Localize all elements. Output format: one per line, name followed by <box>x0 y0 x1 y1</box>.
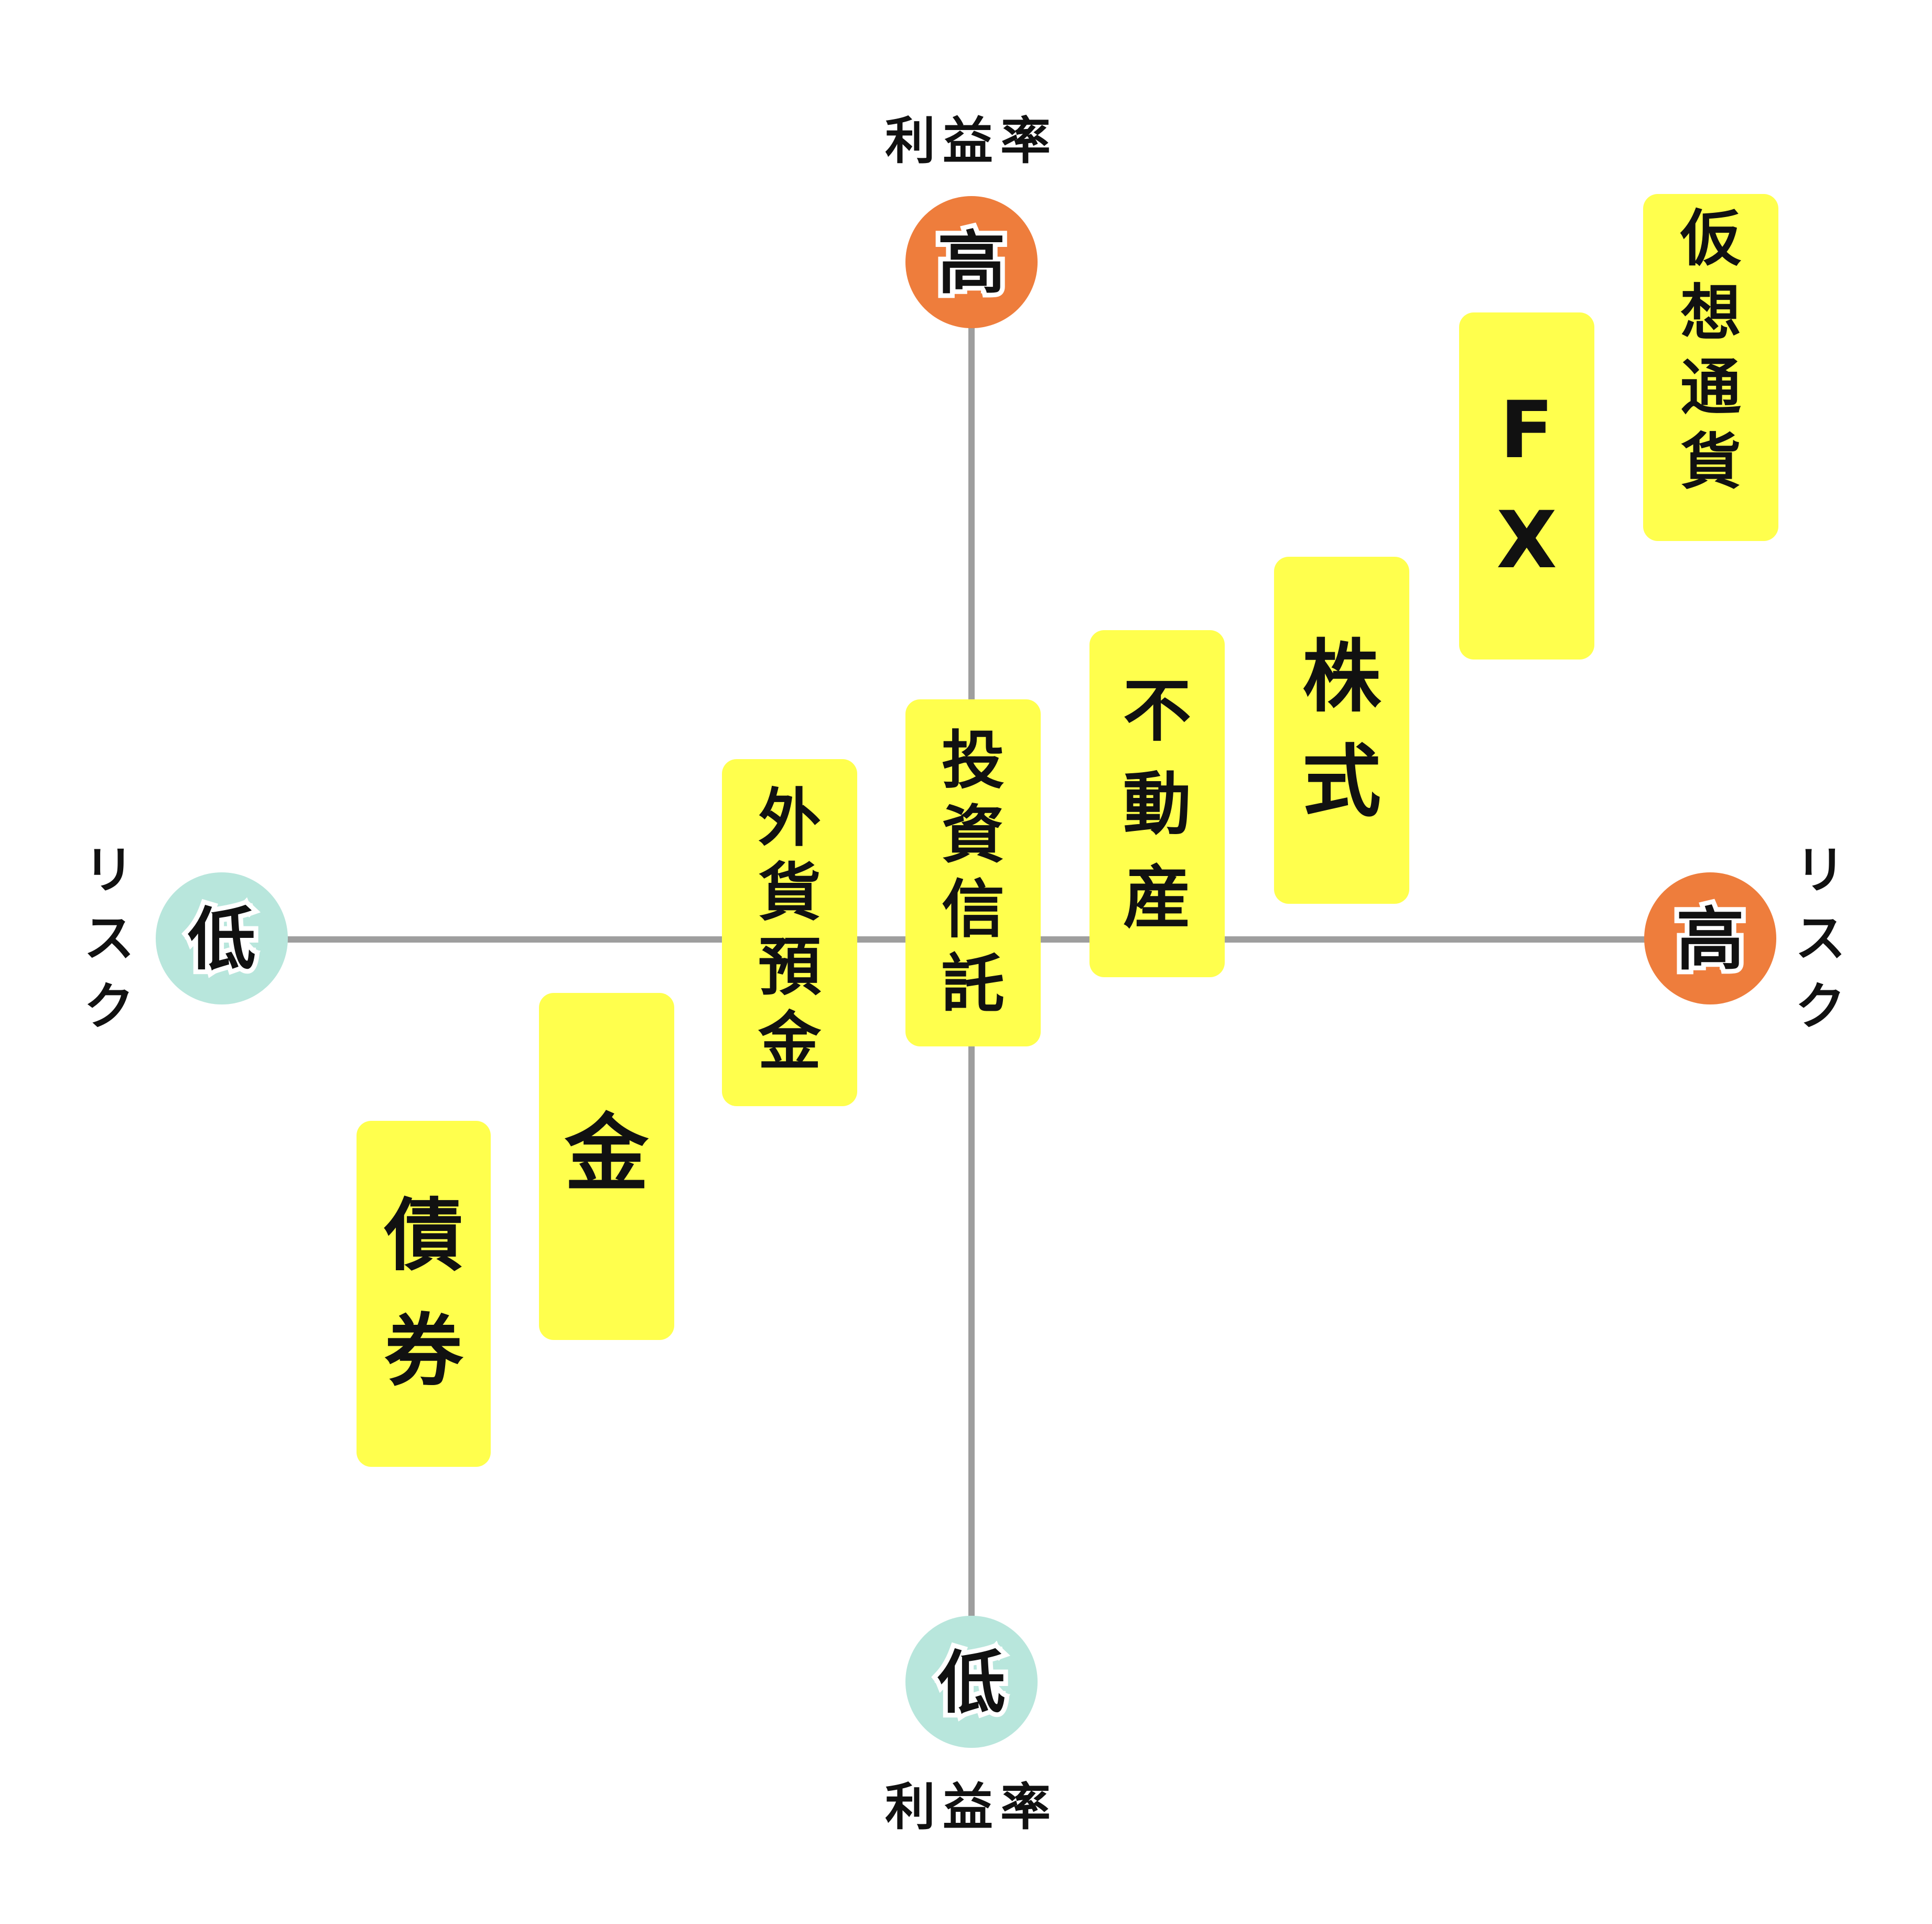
badge-bottom-low: 低 <box>905 1616 1038 1748</box>
badge-left-text: 低 <box>188 900 256 979</box>
asset-box-fx-rect <box>1459 312 1594 660</box>
asset-box-investment-trust: 投資信託 <box>905 699 1041 1046</box>
asset-label-crypto: 仮想通貨 <box>1680 203 1742 498</box>
asset-box-foreign-deposit: 外貨預金 <box>722 759 857 1106</box>
badge-left-low: 低 <box>156 872 288 1004</box>
badge-bottom-circle <box>905 1616 1038 1748</box>
asset-box-real-estate: 不動産 <box>1089 630 1225 977</box>
badge-top-circle <box>905 196 1038 328</box>
asset-label-bonds: 債券 <box>384 1191 464 1397</box>
asset-box-crypto: 仮想通貨 <box>1643 194 1778 541</box>
asset-box-investment-trust-rect <box>905 699 1041 1046</box>
asset-box-crypto-rect <box>1643 194 1778 541</box>
badge-right-circle <box>1644 872 1776 1004</box>
badge-top-high: 高 <box>905 196 1038 328</box>
asset-box-real-estate-rect <box>1089 630 1225 977</box>
x-axis-label-left: リスク <box>84 841 134 1036</box>
asset-label-gold: 金 <box>564 1105 649 1203</box>
y-axis-label-bottom: 利益率 <box>885 1778 1058 1836</box>
asset-label-investment-trust: 投資信託 <box>942 725 1005 1021</box>
badge-bottom-text: 低 <box>937 1643 1006 1723</box>
asset-box-bonds: 債券 <box>357 1121 491 1467</box>
x-axis-label-right: リスク <box>1795 841 1845 1036</box>
asset-box-stocks: 株式 <box>1274 557 1409 904</box>
badge-left-circle <box>156 872 288 1004</box>
badge-right-high: 高 <box>1644 872 1776 1004</box>
asset-box-gold: 金 <box>539 993 674 1340</box>
y-axis-label-top: 利益率 <box>885 112 1058 170</box>
asset-box-foreign-deposit-rect <box>722 759 857 1106</box>
asset-label-foreign-deposit: 外貨預金 <box>758 782 822 1078</box>
badge-right-text: 高 <box>1676 900 1744 979</box>
asset-label-real-estate: 不動産 <box>1123 671 1191 937</box>
badge-top-text: 高 <box>937 223 1006 303</box>
asset-box-gold-rect <box>539 993 674 1340</box>
asset-box-stocks-rect <box>1274 557 1409 904</box>
asset-box-bonds-rect <box>357 1121 491 1467</box>
asset-label-stocks: 株式 <box>1302 632 1381 828</box>
